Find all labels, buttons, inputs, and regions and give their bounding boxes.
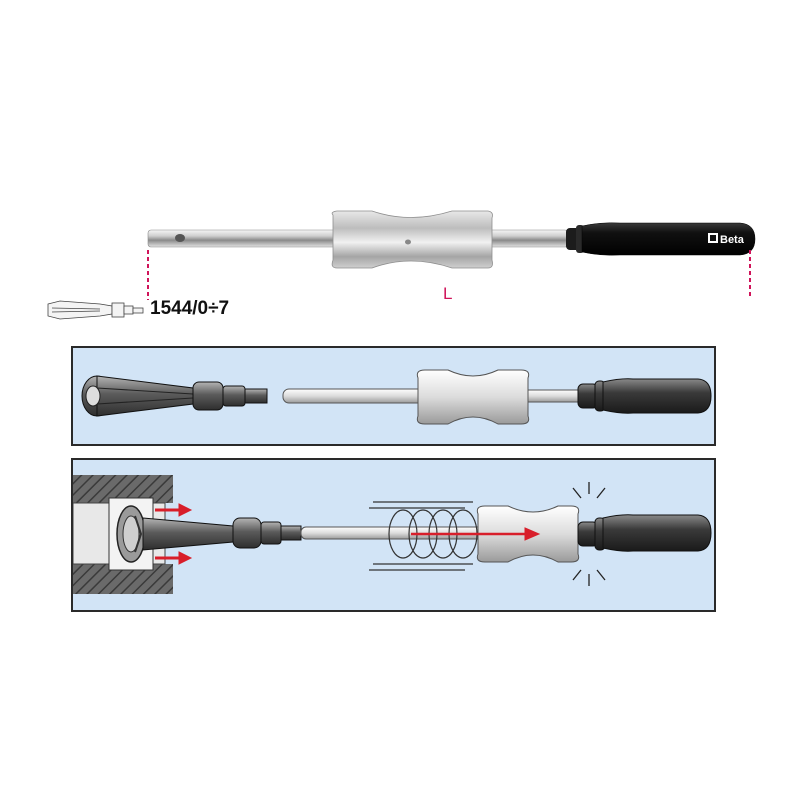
weight-screw — [405, 239, 411, 245]
assembly-handle — [577, 378, 712, 414]
puller-attachment-icon — [47, 300, 144, 320]
black-handle — [581, 222, 756, 256]
usage-handle — [577, 514, 712, 552]
part-number-label: 1544/0÷7 — [150, 298, 230, 319]
slide-hammer-illustration: Beta — [47, 210, 756, 320]
assembly-weight — [416, 369, 530, 425]
slide-direction-arrow-icon — [411, 527, 541, 541]
bearing-housing-icon — [73, 475, 173, 594]
usage-diagram — [73, 475, 712, 594]
sliding-weight — [331, 210, 493, 269]
length-dimension-label: L — [443, 284, 453, 303]
shaft-eye-hole — [175, 234, 185, 242]
impact-lines-icon — [572, 482, 606, 586]
beta-logo-icon: Beta — [708, 233, 745, 246]
assembly-diagram — [81, 369, 712, 425]
pull-arrow-icon — [155, 503, 193, 565]
brand-name: Beta — [720, 234, 745, 246]
assembly-illustration-panel — [71, 346, 716, 446]
usage-illustration-panel — [71, 458, 716, 612]
usage-puller-jaws — [142, 517, 234, 551]
puller-jaws-icon — [81, 375, 268, 417]
